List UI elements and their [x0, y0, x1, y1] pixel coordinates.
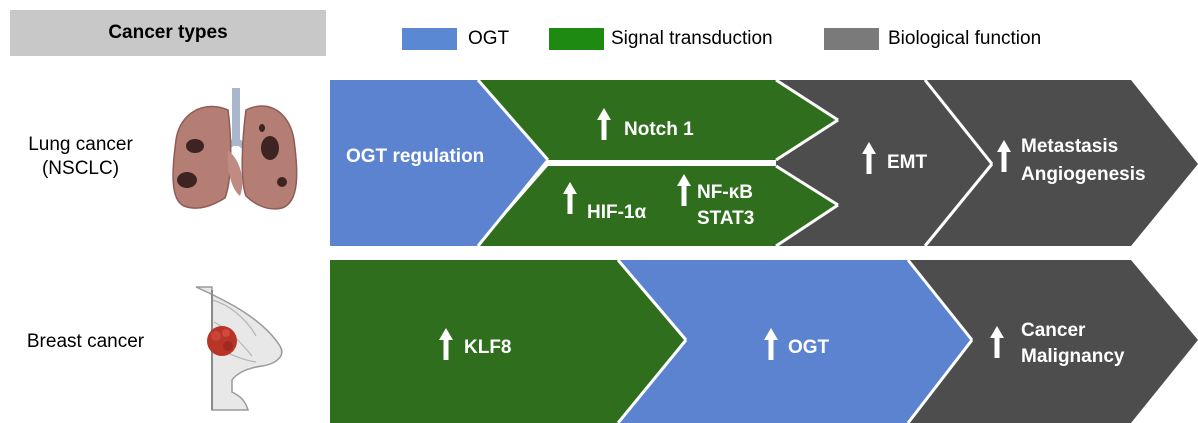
hif-text: HIF-1α	[587, 202, 647, 223]
legend-swatch-function	[824, 28, 879, 50]
legend-label-ogt: OGT	[468, 28, 510, 49]
breast-icon	[195, 286, 283, 411]
emt-chevron	[776, 80, 992, 246]
cancer-types-title: Cancer types	[108, 22, 228, 43]
cancer-types-header	[10, 10, 326, 56]
ogt-regulation-chevron	[330, 80, 548, 246]
klf8-text: KLF8	[464, 337, 512, 358]
angiogenesis-text: Angiogenesis	[1021, 164, 1146, 185]
nfkb-text: NF-κB	[697, 182, 753, 203]
lung-cancer-label: Lung cancer (NSCLC)	[8, 133, 153, 181]
cancer-malignancy-chevron	[908, 260, 1198, 423]
legend-swatch-ogt	[402, 28, 457, 50]
breast-cancer-label: Breast cancer	[26, 331, 145, 352]
klf8-chevron	[330, 260, 686, 423]
malignancy-text: Malignancy	[1021, 346, 1125, 367]
ogt-text: OGT	[788, 337, 830, 358]
metastasis-text: Metastasis	[1021, 136, 1118, 157]
lung-flow: OGT regulation Notch 1 HIF-1α NF-κB STAT…	[330, 78, 1198, 248]
lung-cancer-label-line1: Lung cancer	[28, 134, 133, 155]
ogt-chevron	[618, 260, 972, 423]
ogt-regulation-text: OGT regulation	[346, 146, 484, 167]
breast-flow: KLF8 OGT Cancer Malignancy	[330, 259, 1198, 423]
lung-cancer-label-line2: (NSCLC)	[41, 158, 120, 179]
notch-text: Notch 1	[624, 119, 694, 140]
legend-swatch-signal	[549, 28, 604, 50]
cancer-text: Cancer	[1021, 320, 1086, 341]
emt-text: EMT	[887, 152, 928, 173]
metastasis-chevron	[925, 80, 1198, 246]
notch-chevron	[478, 80, 838, 160]
legend-label-signal: Signal transduction	[611, 28, 773, 49]
lung-icon	[172, 88, 298, 210]
legend-label-function: Biological function	[888, 28, 1042, 49]
stat3-text: STAT3	[697, 208, 754, 229]
